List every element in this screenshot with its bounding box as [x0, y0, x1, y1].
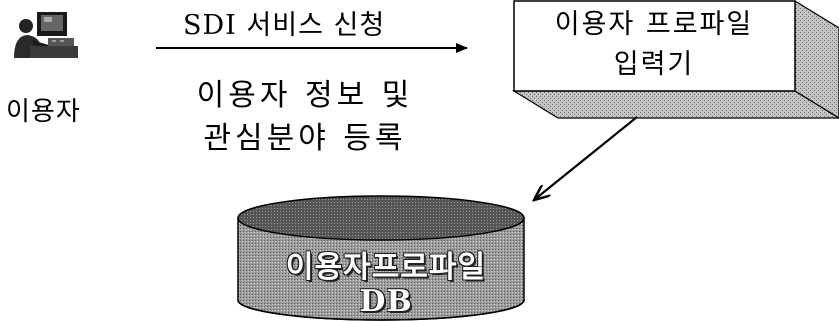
computer-user-icon	[14, 12, 78, 58]
service-request-label: SDI 서비스 신청	[183, 10, 386, 41]
profile-input-box	[511, 0, 839, 119]
profile-input-line2: 입력기	[613, 49, 695, 80]
user-label: 이용자	[6, 97, 81, 127]
profile-db-line1: 이용자프로파일	[285, 250, 487, 285]
database-cylinder-icon	[237, 195, 525, 321]
registration-description-line1: 이용자 정보 및	[196, 78, 414, 113]
profile-input-box-label: 이용자 프로파일 입력기	[515, 5, 793, 85]
profile-input-line1: 이용자 프로파일	[554, 9, 754, 40]
registration-description: 이용자 정보 및 관심분야 등록	[185, 74, 425, 160]
profile-db-line2: DB	[359, 284, 413, 319]
registration-description-line2: 관심분야 등록	[203, 121, 407, 156]
profile-db-label: 이용자프로파일 DB	[246, 251, 526, 319]
input-to-db-arrow	[534, 116, 638, 200]
